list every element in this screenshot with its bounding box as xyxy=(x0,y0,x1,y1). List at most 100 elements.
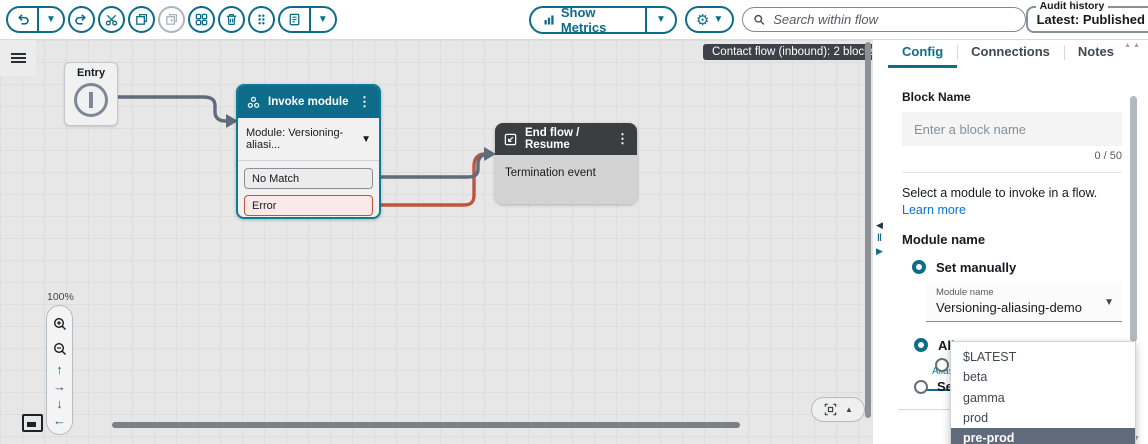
char-counter: 0 / 50 xyxy=(902,150,1122,162)
zoom-out-icon xyxy=(52,341,68,357)
tab-notes[interactable]: Notes xyxy=(1064,42,1128,68)
output-error[interactable]: Error xyxy=(244,195,373,216)
undo-split-button: ▼ xyxy=(6,6,65,33)
arrange-button[interactable] xyxy=(248,6,275,33)
invoke-module-header: Invoke module ⋮ xyxy=(238,86,379,118)
cut-button[interactable] xyxy=(98,6,125,33)
zoom-level: 100% xyxy=(47,291,74,303)
minimap-toggle-button[interactable]: ▲ xyxy=(811,397,865,422)
panel-tabs: Config Connections Notes xyxy=(888,40,1148,68)
zoom-in-button[interactable] xyxy=(52,312,68,336)
chevron-down-icon: ▼ xyxy=(361,134,371,145)
set-manually-radio[interactable] xyxy=(912,260,926,274)
splitter-handle-icon[interactable]: ‖ xyxy=(877,234,882,243)
hamburger-icon xyxy=(11,51,26,65)
option-label: prod xyxy=(963,411,988,425)
tab-connections[interactable]: Connections xyxy=(957,42,1064,68)
module-name-select[interactable]: Module name Versioning-aliasing-demo ▼ xyxy=(926,283,1122,322)
pan-up-button[interactable]: ↑ xyxy=(56,362,63,378)
alias-option-prod[interactable]: prod xyxy=(951,408,1135,428)
end-flow-header: End flow / Resume ⋮ xyxy=(495,123,637,155)
search-input[interactable] xyxy=(773,12,1014,27)
alias-option-gamma[interactable]: gamma xyxy=(951,388,1135,408)
cut-icon xyxy=(104,12,119,27)
show-metrics-dropdown-button[interactable]: ▼ xyxy=(645,8,675,32)
copy-button[interactable] xyxy=(128,6,155,33)
output-label: No Match xyxy=(252,173,299,185)
output-no-match[interactable]: No Match xyxy=(244,168,373,189)
drag-dots-icon xyxy=(254,12,269,27)
notes-dropdown-button[interactable]: ▼ xyxy=(309,8,335,31)
set-manually-radio-row: Set manually xyxy=(912,260,1122,275)
set-manually-label: Set manually xyxy=(936,260,1016,275)
flow-search-box xyxy=(742,7,1025,32)
chevron-up-icon: ▲ xyxy=(845,405,853,414)
collapse-right-icon[interactable]: ▶ xyxy=(876,246,883,257)
canvas-menu-button[interactable] xyxy=(0,40,36,76)
pan-right-button[interactable]: → xyxy=(53,379,66,395)
kebab-menu-icon[interactable]: ⋮ xyxy=(616,131,629,147)
learn-more-link[interactable]: Learn more xyxy=(902,203,966,217)
gear-icon: ⚙ xyxy=(696,11,709,29)
module-name-heading: Module name xyxy=(902,232,1122,247)
wire-nomatch-to-end xyxy=(381,154,488,177)
show-metrics-button[interactable]: Show Metrics xyxy=(531,6,645,34)
alias-option-beta[interactable]: beta xyxy=(951,367,1135,387)
entry-block-title: Entry xyxy=(65,67,117,79)
termination-event-label: Termination event xyxy=(495,155,637,191)
alias-radio[interactable] xyxy=(914,338,928,352)
module-select-label: Module name xyxy=(936,287,1114,298)
block-name-label: Block Name xyxy=(902,90,1122,104)
alias-option-pre-prod[interactable]: pre-prod xyxy=(951,428,1135,444)
audit-history-select[interactable]: Audit history Latest: Published ▼ xyxy=(1026,6,1148,33)
notes-button[interactable] xyxy=(280,8,309,31)
show-metrics-split-button: Show Metrics ▼ xyxy=(529,6,677,34)
tab-label: Connections xyxy=(971,44,1050,59)
flow-canvas[interactable]: Contact flow (inbound): 2 blocks used En… xyxy=(0,40,872,444)
invoke-module-title: Invoke module xyxy=(268,96,351,108)
invoke-module-block[interactable]: Invoke module ⋮ Module: Versioning-alias… xyxy=(236,84,381,219)
toolbar-left-group: ▼ ▼ xyxy=(6,6,337,33)
redo-button[interactable] xyxy=(68,6,95,33)
kebab-menu-icon[interactable]: ⋮ xyxy=(358,94,371,110)
end-flow-block[interactable]: End flow / Resume ⋮ Termination event xyxy=(495,123,637,204)
canvas-horizontal-scrollbar[interactable] xyxy=(112,422,740,428)
collapse-left-icon[interactable]: ◀ xyxy=(876,220,883,231)
canvas-vertical-scrollbar[interactable] xyxy=(865,42,871,418)
module-select-value: Versioning-aliasing-demo xyxy=(936,300,1114,315)
panel-splitter[interactable]: ◀ ‖ ▶ xyxy=(872,40,888,444)
panel-vertical-scrollbar[interactable] xyxy=(1130,96,1137,342)
paste-icon xyxy=(164,12,179,27)
divider xyxy=(898,409,950,410)
bar-chart-icon xyxy=(543,13,555,27)
delete-button[interactable] xyxy=(218,6,245,33)
tab-config[interactable]: Config xyxy=(888,42,957,68)
module-icon xyxy=(246,95,261,110)
chevron-down-icon: ▼ xyxy=(46,14,56,25)
undo-dropdown-button[interactable]: ▼ xyxy=(37,8,63,31)
divider xyxy=(902,172,1122,173)
aliases-dropdown-menu: $LATEST beta gamma prod pre-prod xyxy=(950,341,1136,444)
flow-settings-button[interactable]: ⚙ ▼ xyxy=(685,6,734,33)
snapshot-button[interactable] xyxy=(188,6,215,33)
center-focus-icon xyxy=(823,402,838,417)
module-row-dropdown[interactable]: Module: Versioning-aliasi... ▼ xyxy=(238,118,379,161)
notes-split-button: ▼ xyxy=(278,6,337,33)
chevron-down-icon: ▼ xyxy=(318,14,328,25)
entry-block[interactable]: Entry xyxy=(64,62,118,126)
entry-icon xyxy=(74,83,108,117)
bottom-panel-toggle-icon[interactable] xyxy=(22,414,43,432)
pan-left-button[interactable]: ← xyxy=(53,413,66,429)
undo-button[interactable] xyxy=(8,8,37,31)
top-toolbar: ▼ ▼ xyxy=(0,0,1148,40)
set-other-radio[interactable] xyxy=(914,380,928,394)
option-label: pre-prod xyxy=(963,431,1014,444)
end-flow-title: End flow / Resume xyxy=(525,127,609,151)
zoom-out-button[interactable] xyxy=(52,337,68,361)
hidden-radio[interactable] xyxy=(935,358,949,372)
block-name-input[interactable] xyxy=(902,112,1122,146)
pan-down-button[interactable]: ↓ xyxy=(56,396,63,412)
paste-button[interactable] xyxy=(158,6,185,33)
description-text: Select a module to invoke in a flow. xyxy=(902,186,1097,200)
alias-option-latest[interactable]: $LATEST xyxy=(951,347,1135,367)
